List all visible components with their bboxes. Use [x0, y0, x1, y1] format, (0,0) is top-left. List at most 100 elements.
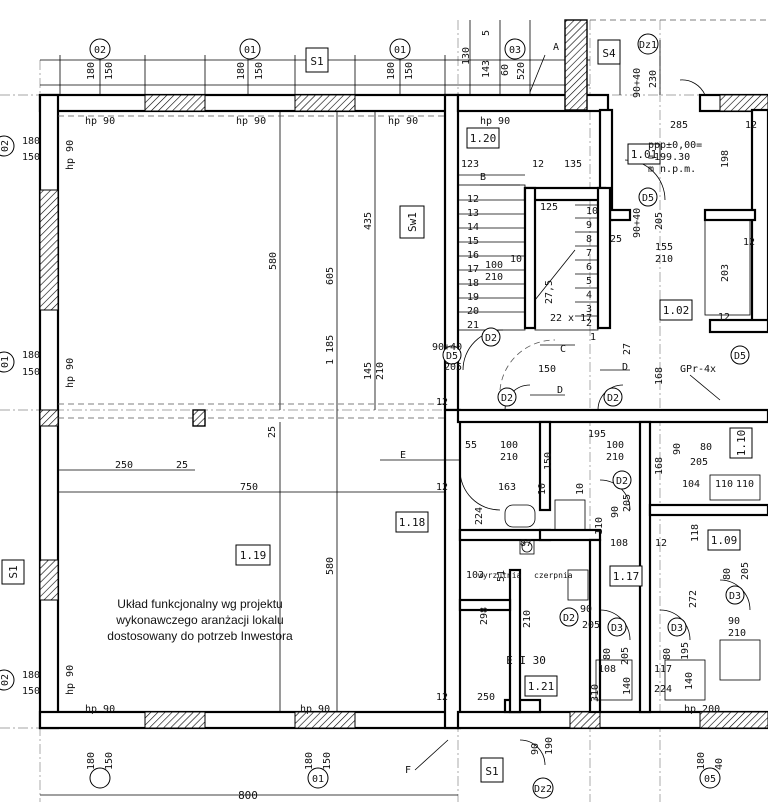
door-d3-b: D3: [671, 623, 683, 634]
north-wall: [38, 93, 460, 113]
dim: 230: [648, 70, 659, 88]
dim: 55: [465, 440, 477, 451]
dim: 195: [588, 429, 606, 440]
dim: hp 200: [684, 704, 720, 715]
wall-mark-s1-top: S1: [310, 55, 323, 68]
room-dimension-lines: [58, 111, 445, 712]
section-b: B: [480, 172, 486, 183]
dim: 100: [606, 440, 624, 451]
dim: 12: [743, 237, 755, 248]
door-marker-labels: D5 D5 D5 D2 D2 D2 D2 D2 D3 D3 D3: [446, 193, 746, 634]
dim: 180: [22, 670, 40, 681]
se-wall: [456, 710, 768, 730]
stair-step-number: 10: [586, 206, 598, 217]
dim: 10: [537, 483, 548, 495]
axis-02-top: 02: [94, 45, 106, 56]
room-1-10: 1.10: [735, 430, 748, 457]
dim: 210: [522, 610, 533, 628]
door-d2-e: D2: [563, 613, 575, 624]
axis-02-left-b: 02: [0, 674, 11, 686]
door-d3-c: D3: [729, 591, 741, 602]
door-d2-c: D2: [485, 333, 497, 344]
dim: 150: [104, 62, 115, 80]
dim: 100: [500, 440, 518, 451]
section-letters: A B C D D E F: [400, 42, 628, 776]
dim: 150: [322, 752, 333, 770]
dim: 150: [404, 62, 415, 80]
dim: 250: [477, 692, 495, 703]
dim: 80: [722, 568, 733, 580]
dim: 150: [22, 686, 40, 697]
dim: 210: [655, 254, 673, 265]
dimension-texts: 180 150 180 150 180 150 130 143 5 60 520…: [22, 30, 757, 802]
room-boxes: [1, 39, 753, 783]
room-1-19: 1.19: [240, 549, 267, 562]
s4-wall: [564, 19, 588, 111]
room-1-09: 1.09: [711, 534, 738, 547]
stair-step-number: 4: [586, 290, 592, 301]
dim: 205: [622, 494, 633, 512]
dim: hp 90: [388, 116, 418, 127]
dim: 205: [740, 562, 751, 580]
dim: 12: [718, 312, 730, 323]
stair-step-number: 12: [467, 194, 479, 205]
leaders: [40, 54, 721, 796]
axis-bubble-labels: 02 01 01 03 Dz1 02 01 02 01 Dz2 05: [0, 40, 716, 795]
section-a: A: [553, 42, 559, 53]
dim: 110: [594, 517, 605, 535]
note-line-3: dostosowany do potrzeb Inwestora: [107, 629, 293, 643]
axis-01-top-a: 01: [244, 45, 256, 56]
dim: 605: [325, 267, 336, 285]
dim: 250: [115, 460, 133, 471]
note-line-2: wykonawczego aranżacji lokalu: [115, 613, 283, 627]
wall-marks: S1 S1 S1 S4 Sw1 E I 30 GPr-4x: [7, 47, 716, 778]
dim: 150: [22, 152, 40, 163]
dim: 12: [745, 120, 757, 131]
room-labels: 1.19 1.18 1.20 1.01 1.02 1.10 1.09 1.17 …: [240, 132, 748, 693]
dim: 140: [622, 677, 633, 695]
axis-03-top: 03: [509, 45, 521, 56]
dim: 1 185: [325, 335, 336, 365]
stair-step-number: 7: [586, 248, 592, 259]
dim: 150: [543, 452, 554, 470]
stair-tread: 27,5: [544, 280, 555, 304]
dim: 5: [481, 30, 492, 36]
dim: 10: [510, 254, 522, 265]
stair-step-number: 15: [467, 236, 479, 247]
dim: 203: [720, 264, 731, 282]
stair-step-number: 18: [467, 278, 479, 289]
dim: 87: [520, 538, 532, 549]
level-line-1: ppp±0,00=: [648, 140, 702, 151]
core-west-wall: [443, 408, 462, 730]
room-1-18: 1.18: [399, 516, 426, 529]
dim: 285: [670, 120, 688, 131]
dim: 210: [500, 452, 518, 463]
room-1-20: 1.20: [470, 132, 497, 145]
section-d-2: D: [622, 362, 628, 373]
dim: 25: [610, 234, 622, 245]
axis-05-bottom: 05: [704, 774, 716, 785]
dim: 150: [254, 62, 265, 80]
dim: hp 90: [85, 116, 115, 127]
axis-01-left: 01: [0, 356, 11, 368]
stair-step-number: 13: [467, 208, 479, 219]
misc-labels: wyrzutnia czerpnia 22 x 17 27,5: [478, 280, 592, 580]
dim: hp 90: [85, 704, 115, 715]
note-line-1: Układ funkcjonalny wg projektu: [117, 597, 282, 611]
room-1-02: 1.02: [663, 304, 690, 317]
room-1-17: 1.17: [613, 570, 640, 583]
stair-step-number: 2: [586, 318, 592, 329]
dim: 205: [690, 457, 708, 468]
door-d5-c: D5: [734, 351, 746, 362]
door-d2-d: D2: [616, 476, 628, 487]
stair-step-number: 21: [467, 320, 479, 331]
dim: 90: [530, 743, 541, 755]
dim: 110: [715, 479, 733, 490]
dim: 205: [620, 647, 631, 665]
dim: 435: [363, 212, 374, 230]
fixtures: [504, 219, 761, 701]
dim: hp 90: [236, 116, 266, 127]
dim: 145: [363, 362, 374, 380]
dim: 60: [500, 64, 511, 76]
stair-step-number: 17: [467, 264, 479, 275]
